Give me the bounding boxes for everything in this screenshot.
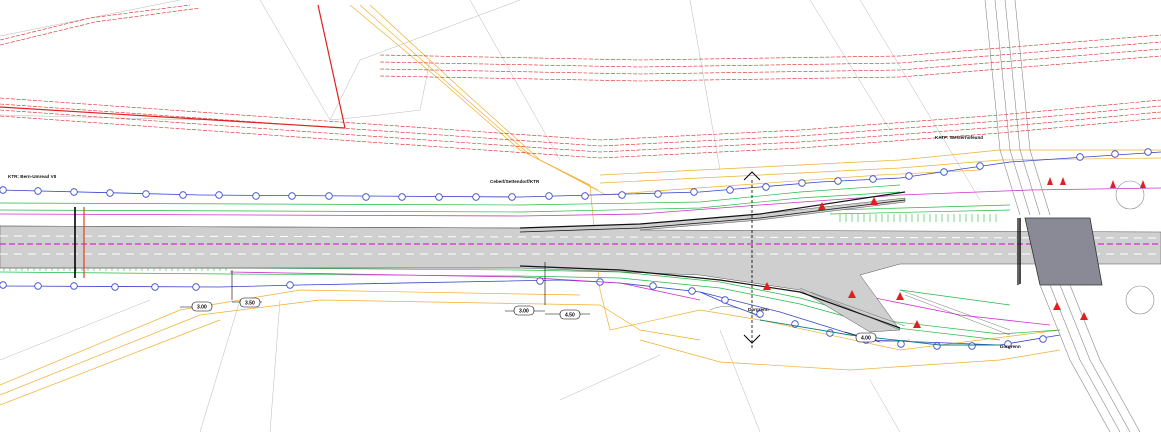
dimension-callout-1: 3.00 — [180, 301, 213, 312]
offramp — [759, 319, 1000, 346]
station-label-left: Dorgrenn — [748, 307, 769, 312]
bridge-structure — [1019, 217, 1103, 286]
ktr-label-middle: Ceberl/Settendorf/KTR — [490, 179, 540, 184]
dimension-callout-3: 3.00 — [505, 305, 545, 316]
dimension-callout-4: 4.50 — [545, 309, 590, 320]
dimension-text-4: 4.50 — [565, 313, 575, 319]
dimension-callout-5: 4.00 — [844, 331, 881, 343]
service-road-circles — [0, 148, 1152, 350]
dimension-text-5: 4.00 — [861, 336, 871, 342]
dimension-text-2: 3.50 — [245, 301, 255, 307]
direction-arrows — [763, 177, 1146, 328]
section-markers — [74, 171, 1019, 350]
pipeline-main — [0, 4, 346, 129]
ramp-hatching — [709, 287, 1011, 343]
station-label-right: Dorgrenn — [1000, 344, 1021, 349]
dimension-text-3: 3.00 — [519, 309, 529, 315]
ktr-label-left: KTR: Bern-Umread VII — [8, 174, 56, 179]
main-road — [0, 191, 1161, 333]
dimension-text-1: 3.00 — [197, 305, 207, 311]
crossing-road — [984, 0, 1155, 432]
pipeline-corridor-upper — [0, 4, 1161, 159]
ktr-label-right: KATF: Westerhofeund — [935, 135, 983, 140]
parcel-lines — [0, 0, 981, 432]
dimension-callout-2: 3.50 — [232, 297, 262, 308]
